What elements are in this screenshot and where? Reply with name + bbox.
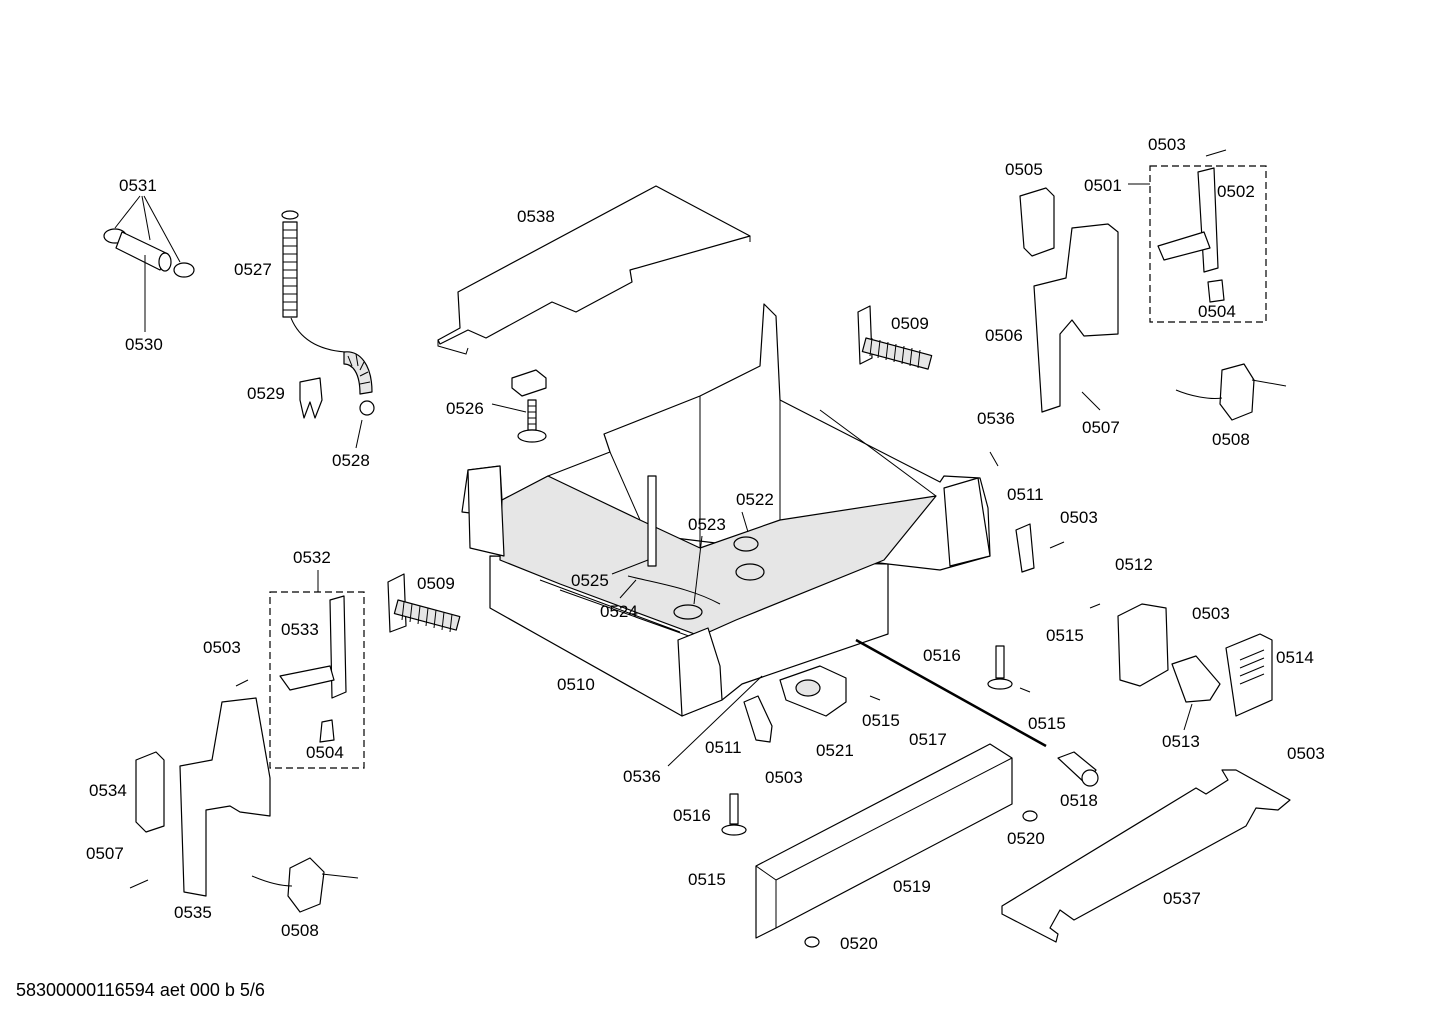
part-0532-assembly-group bbox=[269, 570, 365, 769]
label-0504-right: 0504 bbox=[1198, 302, 1236, 321]
label-0511-upper: 0511 bbox=[1007, 485, 1044, 504]
part-0514-cover bbox=[1225, 633, 1273, 717]
label-0503-center: 0503 bbox=[765, 768, 803, 787]
label-0522: 0522 bbox=[736, 490, 774, 509]
part-0503-screw-top bbox=[1205, 149, 1227, 157]
part-0507-screw-lower bbox=[129, 879, 149, 889]
part-0508-motor-left bbox=[251, 857, 359, 913]
label-0518: 0518 bbox=[1060, 791, 1098, 810]
part-0535-bracket bbox=[179, 697, 271, 897]
part-0518-knob bbox=[1057, 751, 1099, 787]
label-0512: 0512 bbox=[1115, 555, 1153, 574]
label-0506: 0506 bbox=[985, 326, 1023, 345]
part-0509-spring-lower bbox=[387, 573, 461, 633]
label-0508-left: 0508 bbox=[281, 921, 319, 940]
label-0503-mid: 0503 bbox=[1060, 508, 1098, 527]
label-0503-left: 0503 bbox=[203, 638, 241, 657]
part-0511-bracket-lower bbox=[743, 695, 773, 743]
label-0524: 0524 bbox=[600, 602, 638, 621]
part-0536-screw bbox=[989, 451, 999, 467]
part-0508-motor-right bbox=[1175, 363, 1287, 421]
leader-0536-lower bbox=[667, 675, 763, 767]
label-0528: 0528 bbox=[332, 451, 370, 470]
part-0503-screw-mid bbox=[1049, 541, 1065, 549]
part-0515-screws bbox=[869, 603, 1101, 701]
label-0507-right: 0507 bbox=[1082, 418, 1120, 437]
label-0526: 0526 bbox=[446, 399, 484, 418]
label-0510: 0510 bbox=[557, 675, 595, 694]
part-0506-bracket bbox=[1033, 223, 1119, 413]
label-0516-upper: 0516 bbox=[923, 646, 961, 665]
label-0516-lower: 0516 bbox=[673, 806, 711, 825]
part-0501-assembly-group bbox=[1128, 165, 1267, 323]
label-0514: 0514 bbox=[1276, 648, 1314, 667]
label-0509-lower: 0509 bbox=[417, 574, 455, 593]
label-0503-right-low: 0503 bbox=[1287, 744, 1325, 763]
label-0511-lower: 0511 bbox=[705, 738, 742, 757]
part-0529-clip bbox=[299, 377, 323, 419]
label-0513: 0513 bbox=[1162, 732, 1200, 751]
label-0502: 0502 bbox=[1217, 182, 1255, 201]
label-0507-left: 0507 bbox=[86, 844, 124, 863]
label-0536-lower: 0536 bbox=[623, 767, 661, 786]
label-0517: 0517 bbox=[909, 730, 947, 749]
part-0516-foot-lower bbox=[721, 793, 747, 836]
label-0530: 0530 bbox=[125, 335, 163, 354]
label-0515-mid: 0515 bbox=[1028, 714, 1066, 733]
label-0535: 0535 bbox=[174, 903, 212, 922]
label-0533: 0533 bbox=[281, 620, 319, 639]
leaders-0531-0530 bbox=[114, 195, 181, 332]
part-0527-spiral-hose bbox=[281, 210, 373, 395]
part-0520-screw-lower bbox=[804, 936, 820, 948]
label-0529: 0529 bbox=[247, 384, 285, 403]
label-0537: 0537 bbox=[1163, 889, 1201, 908]
label-0504-left: 0504 bbox=[306, 743, 344, 762]
part-0511-bracket-upper bbox=[1015, 523, 1035, 573]
part-0528-ball bbox=[355, 400, 375, 449]
label-0519: 0519 bbox=[893, 877, 931, 896]
label-0515-right: 0515 bbox=[1046, 626, 1084, 645]
part-0530-hose bbox=[103, 228, 195, 278]
label-0520-upper: 0520 bbox=[1007, 829, 1045, 848]
part-0512-housing bbox=[1117, 603, 1169, 687]
label-0538: 0538 bbox=[517, 207, 555, 226]
part-0503-screw-lower-left bbox=[235, 679, 249, 687]
part-0517-rod bbox=[855, 638, 1047, 748]
label-0508-right: 0508 bbox=[1212, 430, 1250, 449]
part-0516-foot-upper bbox=[987, 645, 1013, 690]
document-code: 58300000116594 aet 000 b 5/6 bbox=[16, 980, 265, 1000]
part-0534-cover bbox=[135, 751, 165, 833]
part-0509-spring-upper bbox=[857, 305, 933, 370]
part-0510-base-tray bbox=[461, 303, 991, 717]
label-0501: 0501 bbox=[1084, 176, 1122, 195]
label-0509-upper: 0509 bbox=[891, 314, 929, 333]
label-0520-lower: 0520 bbox=[840, 934, 878, 953]
part-0505-cover bbox=[1019, 187, 1055, 257]
label-0531: 0531 bbox=[119, 176, 157, 195]
label-0515-center: 0515 bbox=[862, 711, 900, 730]
part-0520-screw-upper bbox=[1022, 810, 1038, 822]
label-0523: 0523 bbox=[688, 515, 726, 534]
part-0513-bracket bbox=[1171, 655, 1221, 731]
part-0538-insulation-plate bbox=[437, 185, 751, 355]
label-0525: 0525 bbox=[571, 571, 609, 590]
part-labels: 0531 0530 0527 0529 0528 0538 0526 0509 … bbox=[86, 135, 1325, 953]
label-0536-right: 0536 bbox=[977, 409, 1015, 428]
part-0521-valve bbox=[779, 665, 847, 717]
label-0527: 0527 bbox=[234, 260, 272, 279]
label-0503-right-mid: 0503 bbox=[1192, 604, 1230, 623]
label-0505: 0505 bbox=[1005, 160, 1043, 179]
label-0515-lower: 0515 bbox=[688, 870, 726, 889]
part-0519-front-panel bbox=[755, 743, 1013, 939]
label-0534: 0534 bbox=[89, 781, 127, 800]
label-0503-top: 0503 bbox=[1148, 135, 1186, 154]
part-0526-foot bbox=[491, 369, 547, 443]
label-0521: 0521 bbox=[816, 741, 854, 760]
label-0532: 0532 bbox=[293, 548, 331, 567]
part-0537-insulation-plate bbox=[1001, 769, 1291, 943]
